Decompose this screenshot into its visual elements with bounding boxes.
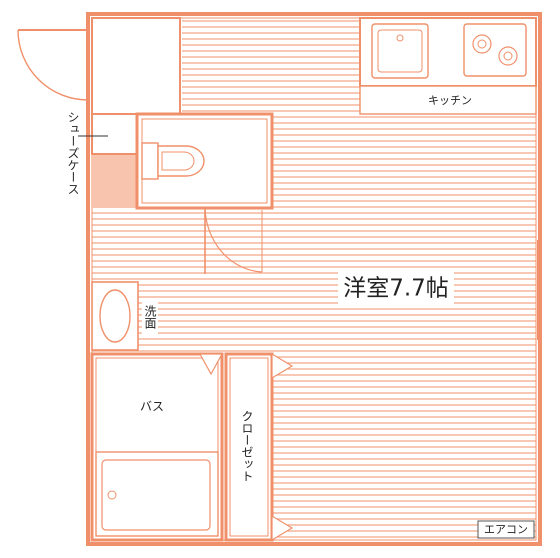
bath-door-icon bbox=[198, 353, 224, 376]
entrance-door-icon bbox=[17, 29, 89, 101]
aircon-box bbox=[477, 520, 535, 539]
closet-label: クローゼット bbox=[240, 410, 254, 482]
closet-inner bbox=[229, 357, 269, 537]
bathtub-icon bbox=[95, 451, 219, 537]
kitchen-floor bbox=[359, 85, 537, 115]
inner-wall-line bbox=[91, 17, 537, 541]
aircon-label: エアコン bbox=[484, 523, 528, 536]
washroom-label: 洗面 bbox=[143, 305, 157, 329]
main-room-label: 洋室7.7帖 bbox=[343, 276, 449, 302]
flooring bbox=[92, 18, 536, 540]
closet-door-top-icon bbox=[271, 352, 294, 380]
closet-door-bottom-icon bbox=[271, 514, 294, 542]
toilet-icon bbox=[141, 142, 205, 180]
entrance-area bbox=[92, 154, 137, 208]
sink-icon bbox=[371, 23, 429, 79]
shoe-case-box bbox=[91, 113, 138, 155]
washbasin-icon bbox=[99, 289, 131, 343]
bath-label: バス bbox=[140, 400, 164, 414]
washroom-label-bg bbox=[142, 300, 158, 334]
storage-box bbox=[91, 17, 181, 115]
stove-icon bbox=[463, 23, 527, 77]
shoe-case-label: シューズケース bbox=[66, 111, 80, 195]
closet-wall bbox=[224, 352, 274, 542]
outer-wall bbox=[86, 12, 542, 546]
kitchen-label: キッチン bbox=[428, 94, 472, 107]
main-room-label-bg bbox=[338, 272, 454, 304]
toilet-door-icon bbox=[204, 207, 263, 274]
